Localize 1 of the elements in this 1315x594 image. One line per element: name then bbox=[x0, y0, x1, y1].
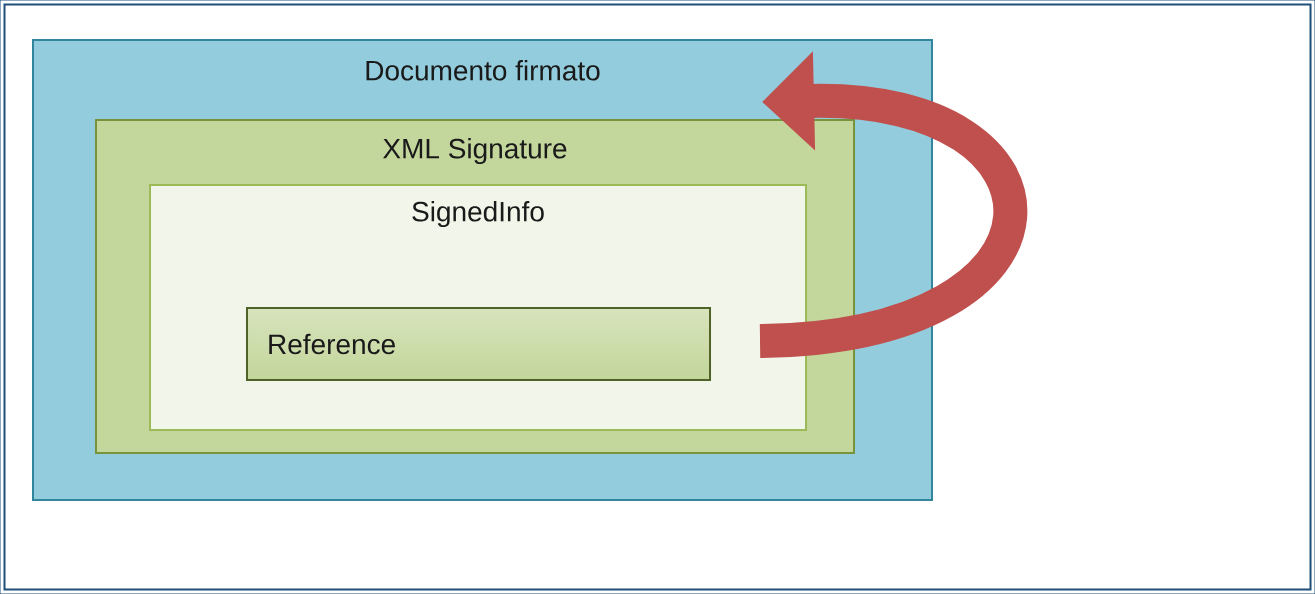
reference-box: Reference bbox=[246, 307, 711, 381]
